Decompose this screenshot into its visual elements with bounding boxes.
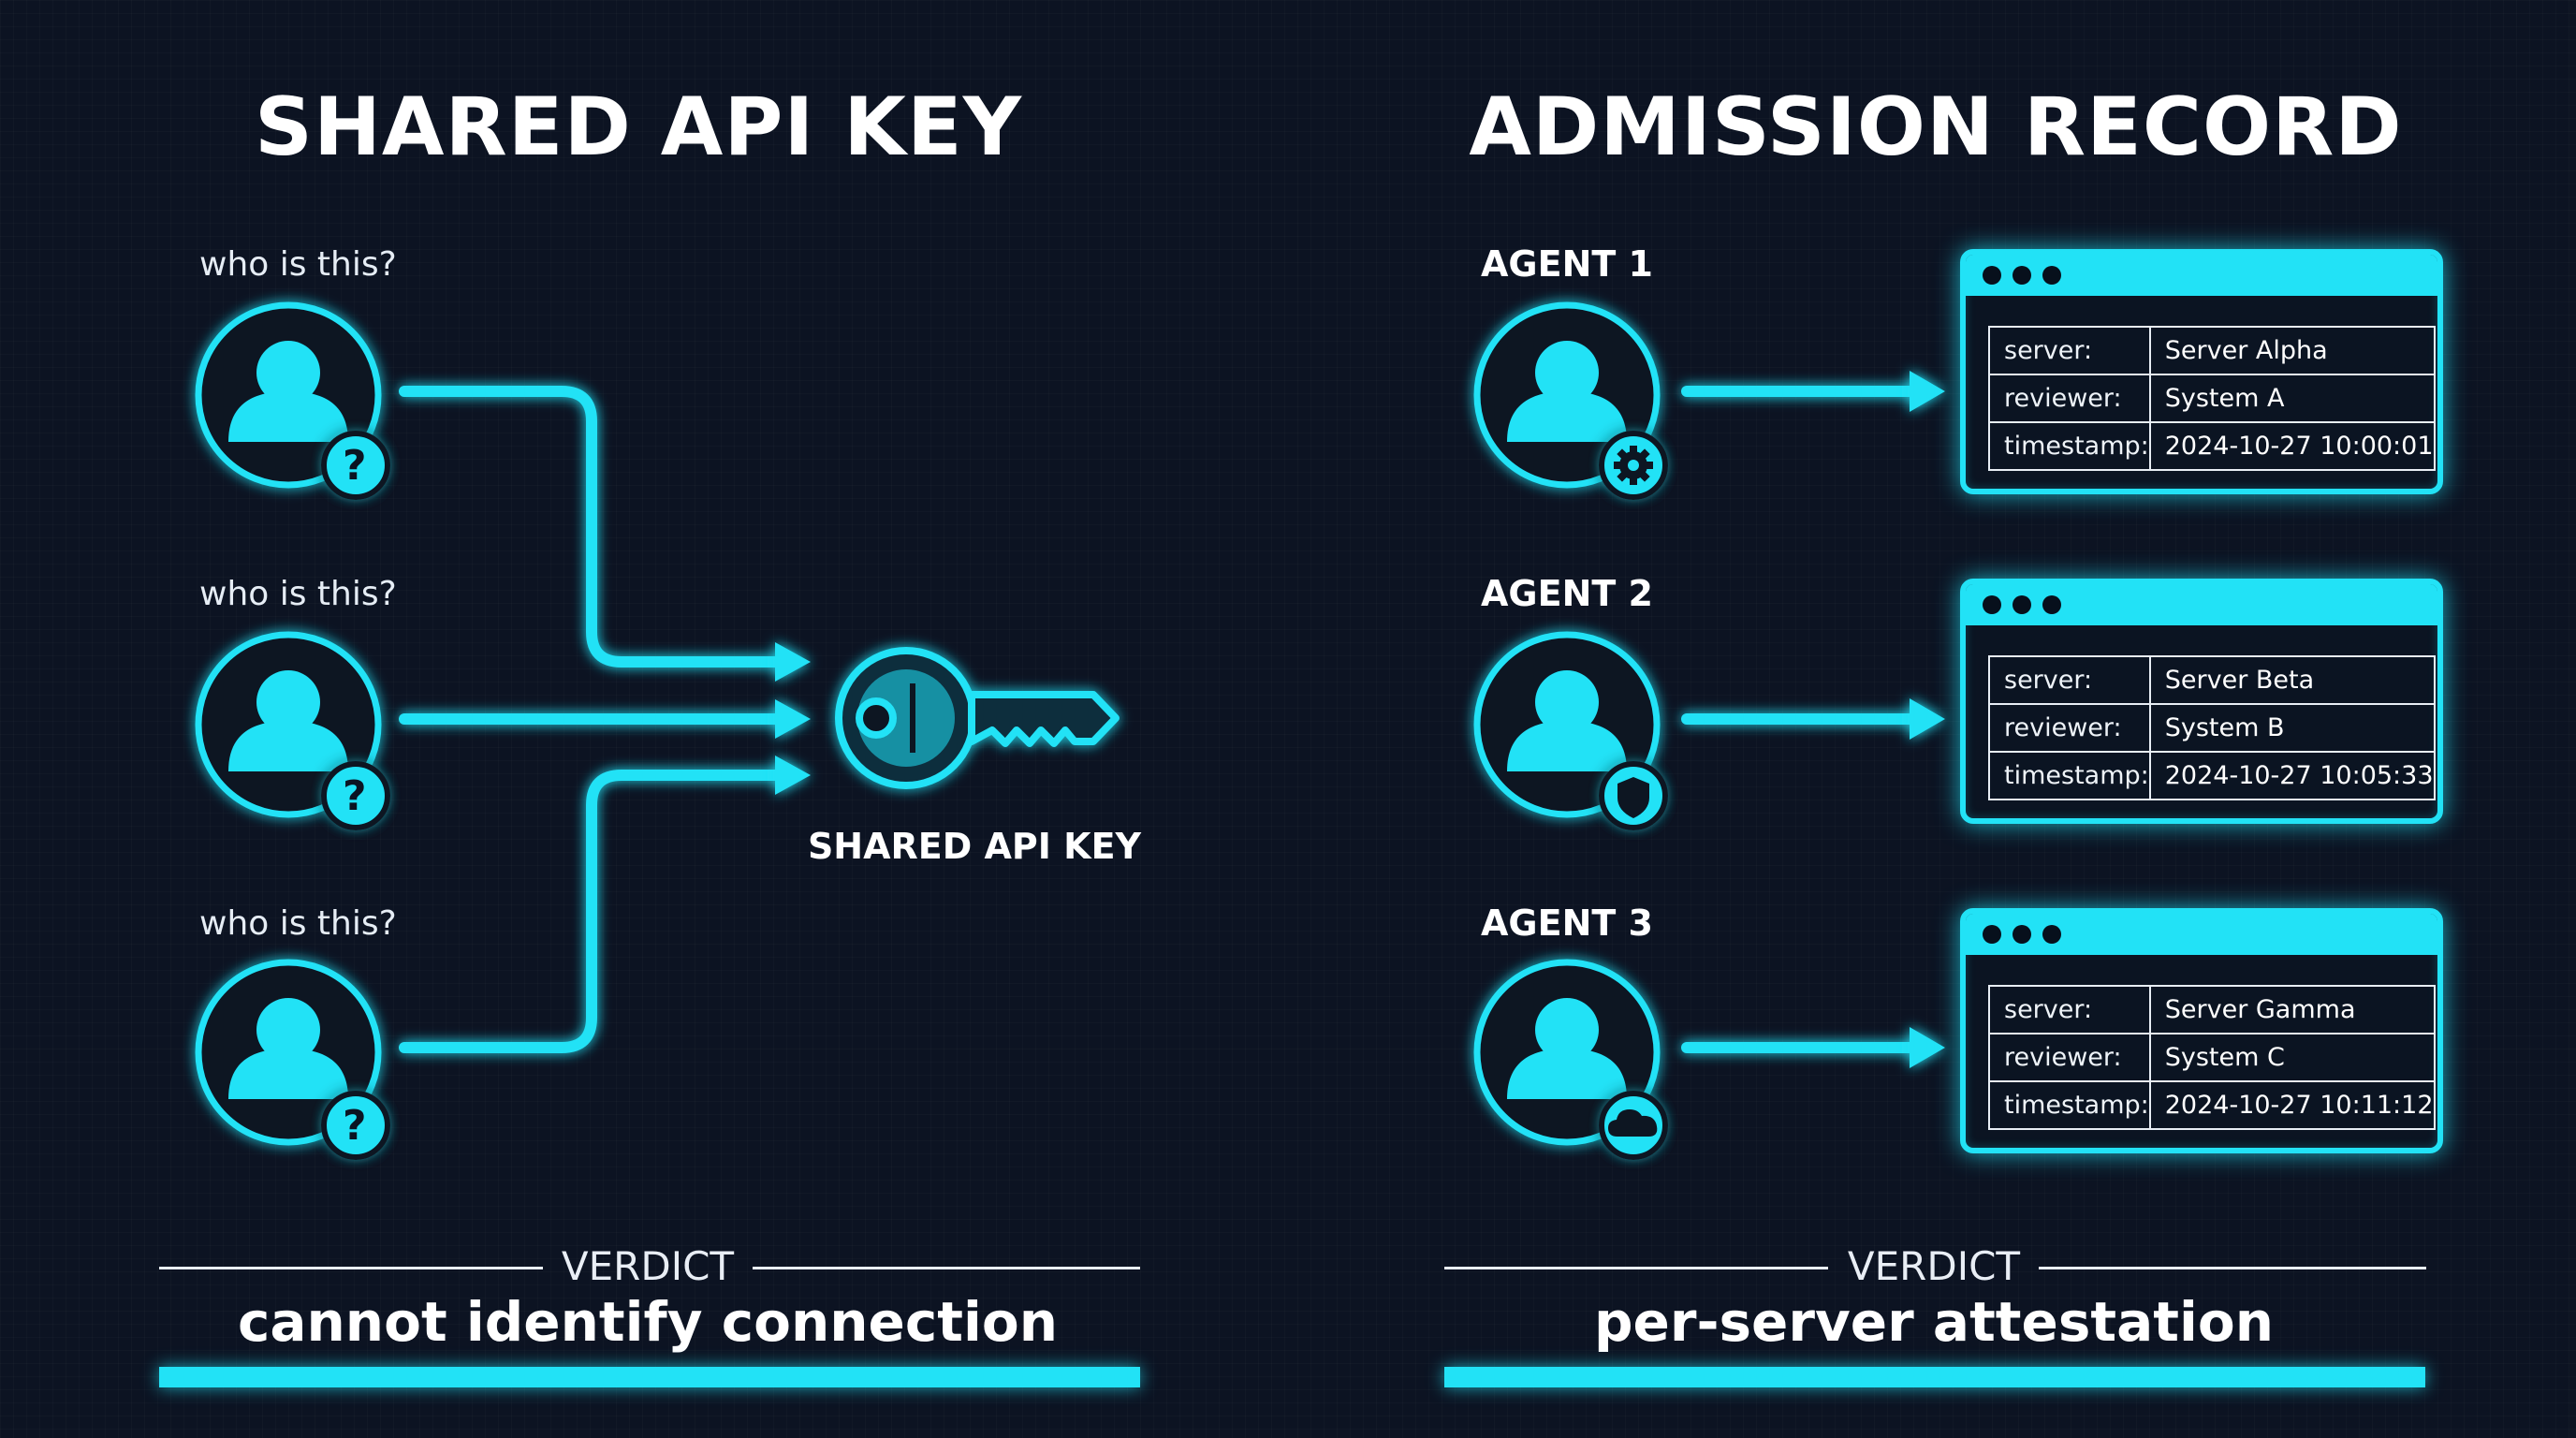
window-dot xyxy=(2012,925,2031,944)
window-dot xyxy=(2042,925,2061,944)
record-key: reviewer: xyxy=(1988,374,2151,423)
key-icon xyxy=(835,647,1120,789)
window-dot xyxy=(2042,595,2061,614)
table-row: timestamp:2024-10-27 10:11:12 xyxy=(1988,1080,2436,1130)
table-row: reviewer:System B xyxy=(1988,703,2436,753)
table-row: timestamp:2024-10-27 10:05:33 xyxy=(1988,751,2436,800)
arrowhead xyxy=(775,642,811,682)
record-key: reviewer: xyxy=(1988,703,2151,753)
table-row: timestamp:2024-10-27 10:00:01 xyxy=(1988,421,2436,471)
right-title: ADMISSION RECORD xyxy=(1469,81,2403,174)
record-key: timestamp: xyxy=(1988,421,2151,471)
record-key: server: xyxy=(1988,326,2151,375)
record-value: Server Gamma xyxy=(2148,985,2436,1034)
arrowhead xyxy=(1910,1027,1945,1068)
gear-icon xyxy=(1599,431,1668,500)
record-value: 2024-10-27 10:05:33 xyxy=(2148,751,2436,800)
record-value: System A xyxy=(2148,374,2436,423)
question-badge-icon xyxy=(321,431,390,500)
record-table: server:Server Beta reviewer:System B tim… xyxy=(1988,655,2436,800)
agent-name-3: AGENT 3 xyxy=(1481,902,1653,944)
record-value: System C xyxy=(2148,1033,2436,1082)
verdict-text: per-server attestation xyxy=(1594,1290,2274,1354)
record-table: server:Server Gamma reviewer:System C ti… xyxy=(1988,985,2436,1130)
record-value: Server Beta xyxy=(2148,655,2436,705)
arrowhead xyxy=(775,699,811,739)
table-row: reviewer:System A xyxy=(1988,374,2436,423)
verdict-bar xyxy=(1444,1367,2425,1387)
record-value: 2024-10-27 10:00:01 xyxy=(2148,421,2436,471)
verdict-bar xyxy=(159,1367,1140,1387)
table-row: server:Server Gamma xyxy=(1988,985,2436,1034)
arrowhead xyxy=(1910,371,1945,412)
verdict-rule-left xyxy=(159,1267,543,1269)
agent-name-2: AGENT 2 xyxy=(1481,573,1653,614)
record-key: server: xyxy=(1988,985,2151,1034)
verdict-rule-right xyxy=(753,1267,1140,1269)
question-mark: ? xyxy=(343,772,367,820)
table-row: reviewer:System C xyxy=(1988,1033,2436,1082)
agent-name-1: AGENT 1 xyxy=(1481,243,1653,285)
window-dot xyxy=(2012,266,2031,285)
arrowhead xyxy=(1910,698,1945,740)
record-table: server:Server Alpha reviewer:System A ti… xyxy=(1988,326,2436,471)
record-key: timestamp: xyxy=(1988,1080,2151,1130)
record-key: server: xyxy=(1988,655,2151,705)
table-row: server:Server Beta xyxy=(1988,655,2436,705)
verdict-text: cannot identify connection xyxy=(237,1290,1059,1354)
record-card-1: server:Server Alpha reviewer:System A ti… xyxy=(1960,249,2443,494)
key-label: SHARED API KEY xyxy=(807,826,1142,867)
window-titlebar xyxy=(1966,584,2437,625)
question-badge-icon xyxy=(321,1091,390,1160)
record-card-3: server:Server Gamma reviewer:System C ti… xyxy=(1960,908,2443,1153)
arrowhead xyxy=(775,756,811,795)
user-question-2: who is this? xyxy=(199,575,397,613)
window-dot xyxy=(2042,266,2061,285)
verdict-label: VERDICT xyxy=(561,1243,735,1289)
cloud-icon xyxy=(1599,1091,1668,1160)
window-dot xyxy=(2012,595,2031,614)
record-value: System B xyxy=(2148,703,2436,753)
verdict-label: VERDICT xyxy=(1847,1243,2021,1289)
window-dot xyxy=(1983,266,2001,285)
shield-icon xyxy=(1599,761,1668,830)
table-row: server:Server Alpha xyxy=(1988,326,2436,375)
window-titlebar xyxy=(1966,914,2437,955)
record-value: 2024-10-27 10:11:12 xyxy=(2148,1080,2436,1130)
record-card-2: server:Server Beta reviewer:System B tim… xyxy=(1960,579,2443,824)
user-question-1: who is this? xyxy=(199,245,397,284)
user-question-3: who is this? xyxy=(199,904,397,943)
record-key: timestamp: xyxy=(1988,751,2151,800)
verdict-rule-left xyxy=(1444,1267,1828,1269)
window-titlebar xyxy=(1966,255,2437,296)
connector-1 xyxy=(399,386,784,668)
question-mark: ? xyxy=(343,1102,367,1150)
verdict-rule-right xyxy=(2039,1267,2426,1269)
window-dot xyxy=(1983,925,2001,944)
question-badge-icon xyxy=(321,761,390,830)
connector-3 xyxy=(399,770,784,1053)
question-mark: ? xyxy=(343,442,367,490)
record-key: reviewer: xyxy=(1988,1033,2151,1082)
record-value: Server Alpha xyxy=(2148,326,2436,375)
left-title: SHARED API KEY xyxy=(255,81,1022,174)
window-dot xyxy=(1983,595,2001,614)
